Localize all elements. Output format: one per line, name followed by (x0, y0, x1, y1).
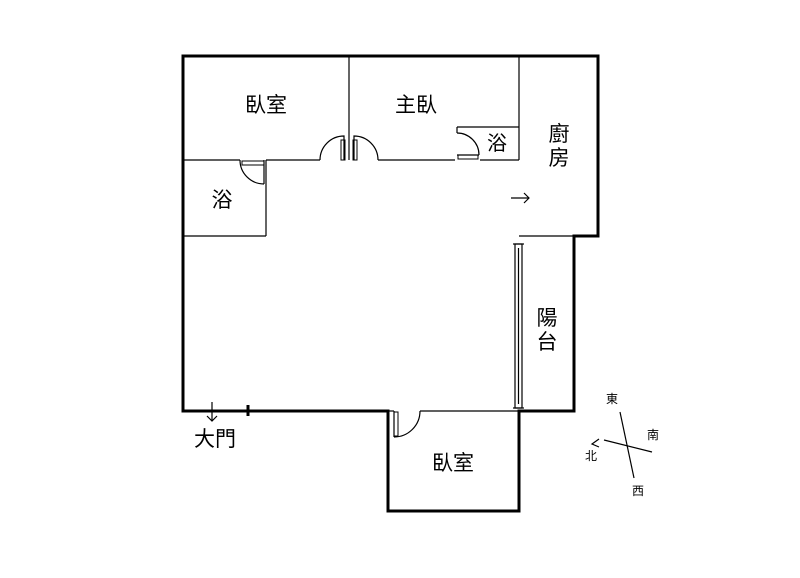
compass-west-label: 西 (632, 484, 644, 498)
kitchen-label-line1: 廚 (549, 122, 570, 146)
master-bedroom-label: 主臥 (395, 93, 437, 117)
compass-north-label: 北 (585, 449, 597, 463)
bedroom-top-left-label: 臥室 (245, 93, 287, 117)
kitchen-label-line2: 房 (549, 146, 570, 170)
compass: 東 南 西 北 (585, 392, 659, 498)
interior-walls (183, 56, 574, 412)
door-swings (239, 132, 480, 438)
compass-east-label: 東 (606, 392, 618, 406)
bedroom-bottom-label: 臥室 (432, 451, 474, 475)
main-door-label: 大門 (194, 427, 236, 451)
balcony-label-line1: 陽 (537, 306, 558, 330)
compass-south-label: 南 (647, 427, 659, 442)
balcony-sliding-door (513, 243, 524, 409)
master-bath-label: 浴 (487, 131, 507, 155)
entry-arrows (206, 192, 530, 422)
balcony-label-line2: 台 (537, 330, 558, 354)
bath-left-label: 浴 (212, 188, 233, 212)
outer-walls (181, 54, 600, 513)
